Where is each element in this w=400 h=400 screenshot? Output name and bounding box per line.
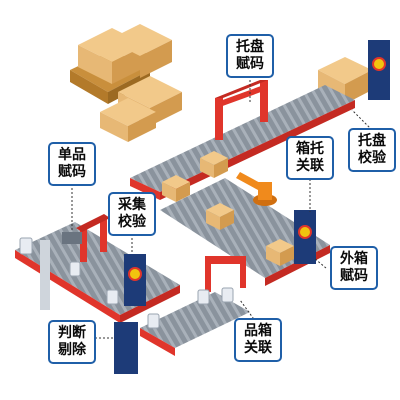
gantry-tray-code — [215, 80, 268, 140]
carton-3 — [206, 203, 234, 230]
label-reject: 判断 剔除 — [48, 320, 96, 364]
label-tray-code: 托盘 赋码 — [226, 34, 274, 78]
cabinet-top-right — [368, 40, 390, 100]
carton-4 — [266, 239, 294, 266]
label-tray-verify: 托盘 校验 — [348, 128, 396, 172]
robot-arm — [236, 172, 277, 206]
conveyor-bottom — [140, 292, 250, 356]
cabinet-right — [294, 210, 316, 264]
gantry-item-box — [205, 256, 246, 292]
conveyor-left — [15, 222, 180, 323]
cabinet-middle — [124, 254, 146, 306]
gantry-collect-verify — [76, 214, 110, 262]
carton-2 — [200, 151, 228, 178]
cabinet-bottom — [114, 322, 138, 374]
pallet-stack-storage — [70, 24, 182, 142]
label-outer-box-code: 外箱 赋码 — [330, 246, 378, 290]
carton-1 — [162, 175, 190, 202]
label-box-tray-link: 箱托 关联 — [286, 136, 334, 180]
bottles — [19, 237, 234, 329]
label-unit-code: 单品 赋码 — [48, 142, 96, 186]
label-item-box-link: 品箱 关联 — [234, 318, 282, 362]
scanner-pillar — [40, 232, 82, 310]
label-collect-verify: 采集 校验 — [108, 192, 156, 236]
